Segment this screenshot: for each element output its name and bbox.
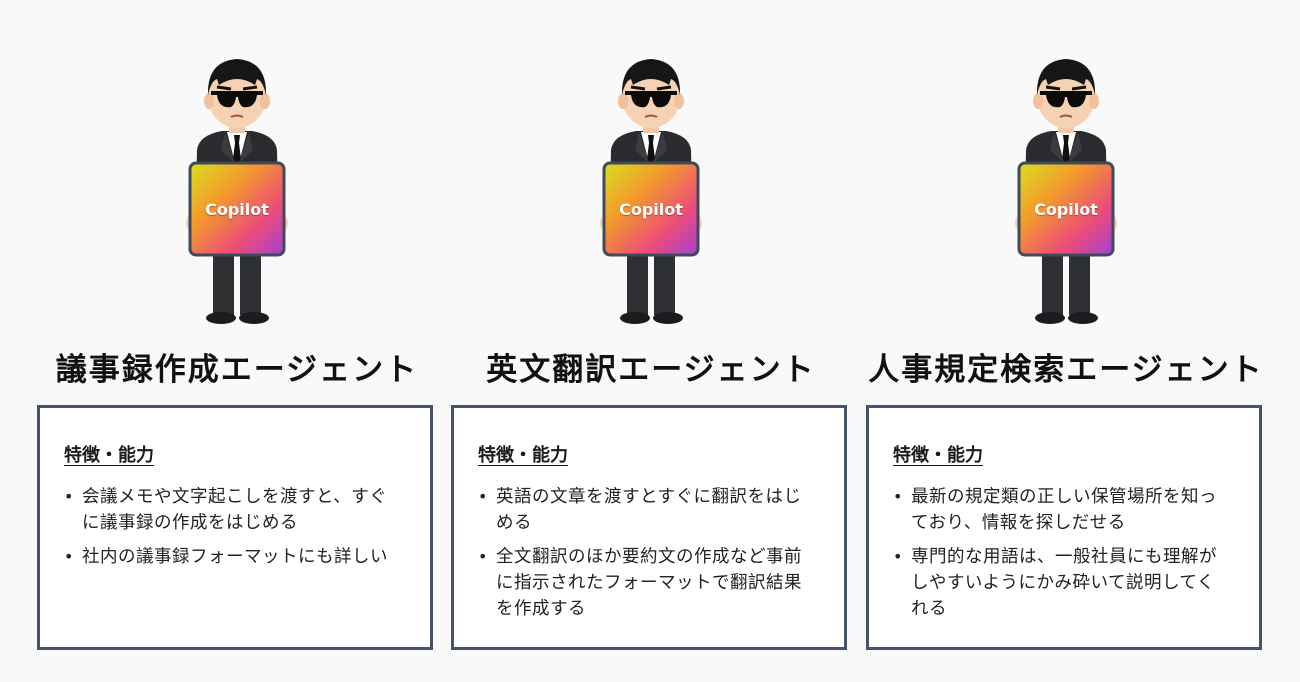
- agent-title: 人事規定検索エージェント: [868, 352, 1264, 388]
- agent-column-minutes: Copilot 議事録作成エージェント 特徴・能力 会議メモや文字起こしを渡すと…: [37, 0, 437, 682]
- agent-column-hr-rules: Copilot 人事規定検索エージェント 特徴・能力 最新の規定類の正しい保管場…: [866, 0, 1266, 682]
- feature-item: 英語の文章を渡すとすぐに翻訳をはじめる: [476, 484, 816, 536]
- feature-card: 特徴・能力 会議メモや文字起こしを渡すと、すぐに議事録の作成をはじめる 社内の議…: [37, 405, 433, 650]
- feature-list: 英語の文章を渡すとすぐに翻訳をはじめる 全文翻訳のほか要約文の作成など事前に指示…: [476, 484, 816, 630]
- feature-list: 会議メモや文字起こしを渡すと、すぐに議事録の作成をはじめる 社内の議事録フォーマ…: [62, 484, 402, 578]
- agent-figure-icon: [1006, 55, 1126, 327]
- agent-title: 議事録作成エージェント: [55, 352, 419, 388]
- copilot-badge-label: Copilot: [619, 200, 683, 219]
- feature-item: 専門的な用語は、一般社員にも理解がしやすいようにかみ砕いて説明してくれる: [891, 544, 1231, 622]
- feature-item: 最新の規定類の正しい保管場所を知っており、情報を探しだせる: [891, 484, 1231, 536]
- agent-figure-icon: [177, 55, 297, 327]
- feature-item: 全文翻訳のほか要約文の作成など事前に指示されたフォーマットで翻訳結果を作成する: [476, 544, 816, 622]
- card-heading: 特徴・能力: [893, 445, 983, 466]
- copilot-badge-label: Copilot: [1034, 200, 1098, 219]
- copilot-badge-label: Copilot: [205, 200, 269, 219]
- feature-card: 特徴・能力 最新の規定類の正しい保管場所を知っており、情報を探しだせる 専門的な…: [866, 405, 1262, 650]
- feature-item: 社内の議事録フォーマットにも詳しい: [62, 544, 402, 570]
- agent-figure-icon: [591, 55, 711, 327]
- card-heading: 特徴・能力: [478, 445, 568, 466]
- feature-list: 最新の規定類の正しい保管場所を知っており、情報を探しだせる 専門的な用語は、一般…: [891, 484, 1231, 630]
- card-heading: 特徴・能力: [64, 445, 154, 466]
- agent-title: 英文翻訳エージェント: [486, 352, 816, 388]
- feature-card: 特徴・能力 英語の文章を渡すとすぐに翻訳をはじめる 全文翻訳のほか要約文の作成な…: [451, 405, 847, 650]
- agent-column-translation: Copilot 英文翻訳エージェント 特徴・能力 英語の文章を渡すとすぐに翻訳を…: [451, 0, 851, 682]
- feature-item: 会議メモや文字起こしを渡すと、すぐに議事録の作成をはじめる: [62, 484, 402, 536]
